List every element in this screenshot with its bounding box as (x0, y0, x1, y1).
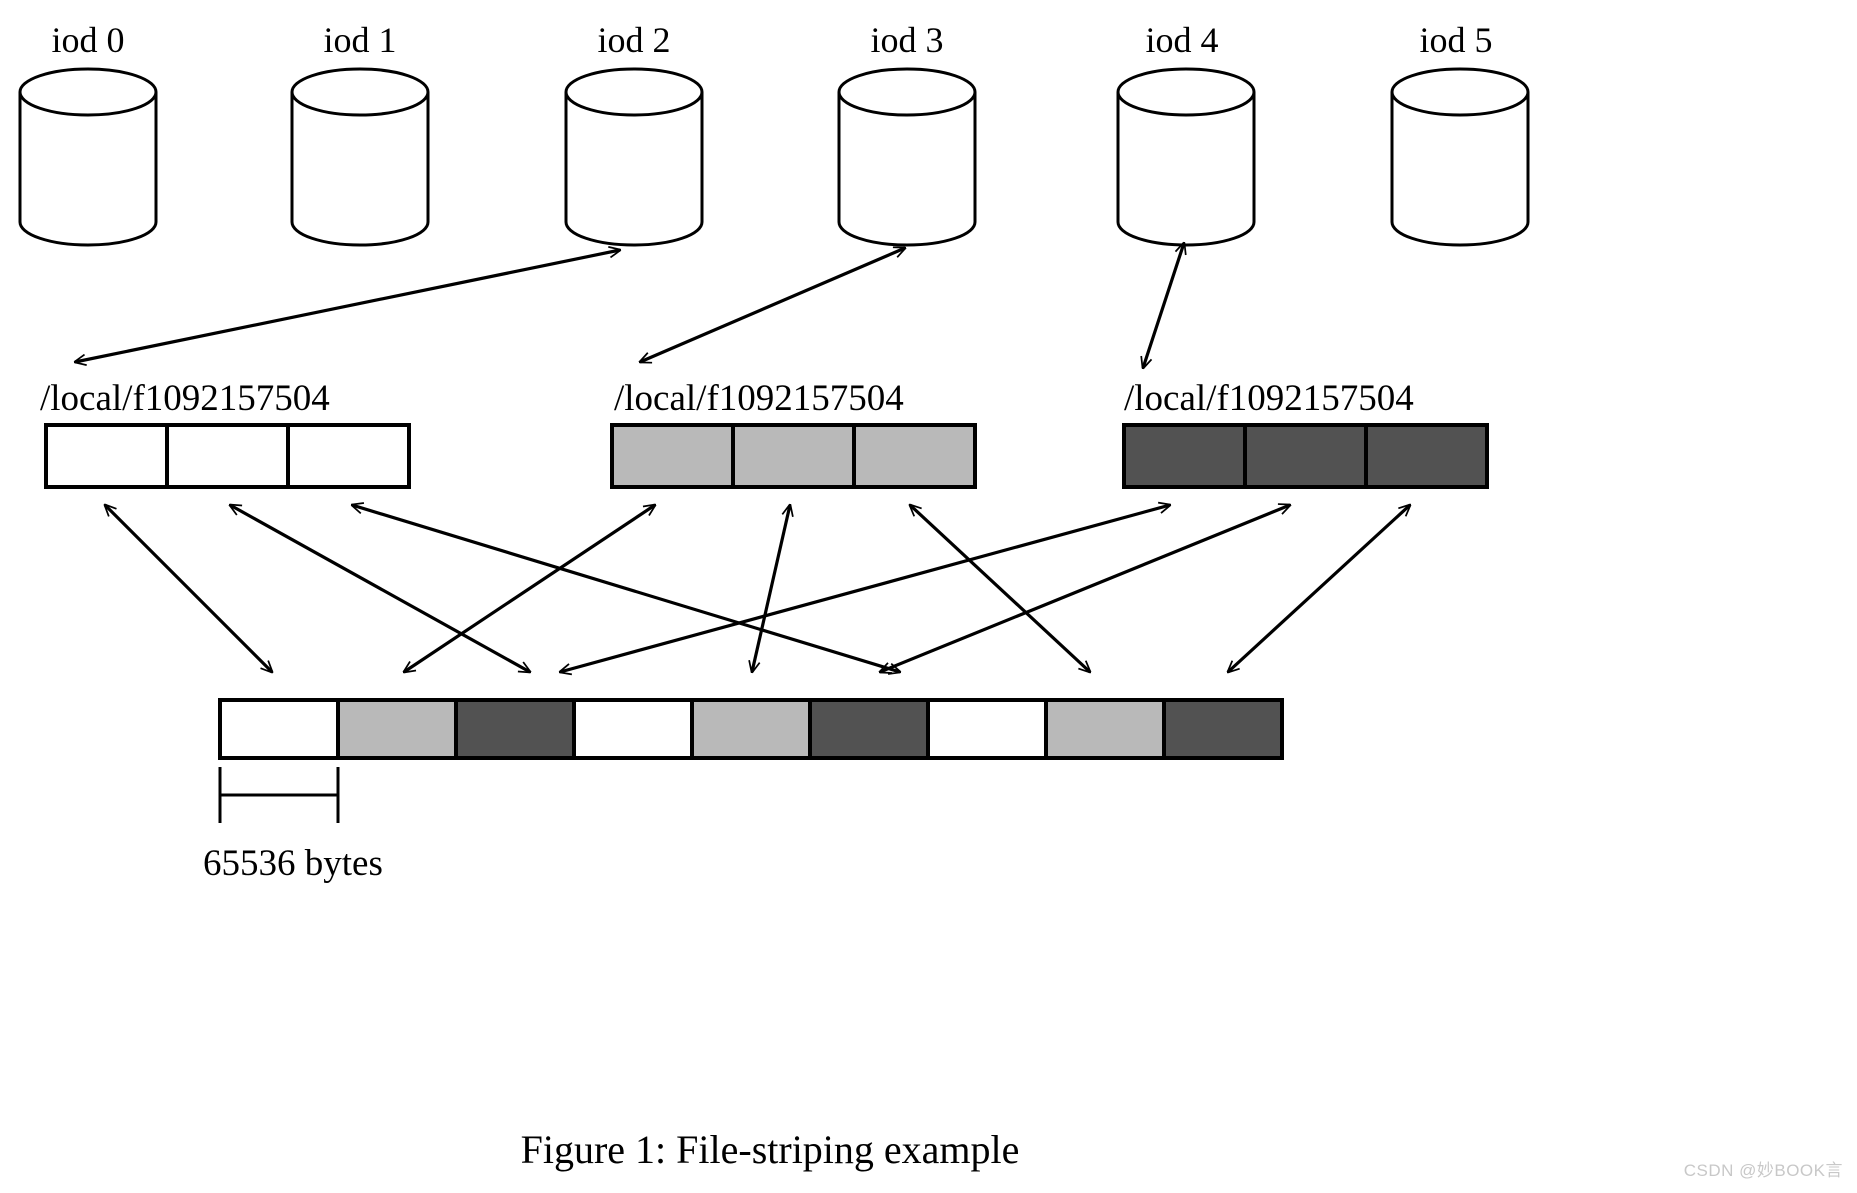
arrow-f2c2-to-s8 (1228, 505, 1410, 672)
iod-cylinder-4 (1116, 67, 1256, 247)
stripe-size-bracket (218, 767, 340, 823)
iod-cylinder-2 (564, 67, 704, 247)
local-file-cell (286, 423, 411, 489)
local-path-label-2: /local/f1092157504 (1124, 378, 1414, 419)
arrow-f0c2-to-s6 (352, 505, 900, 672)
stripe-cell-3 (572, 698, 694, 760)
local-file-bar-0 (44, 423, 411, 489)
iod-cylinder-1 (290, 67, 430, 247)
striped-file-bar (218, 698, 1284, 760)
stripe-cell-4 (690, 698, 812, 760)
arrow-iod3-to-file1 (640, 248, 905, 362)
figure-caption: Figure 1: File-striping example (520, 1127, 1020, 1172)
iod-cylinder-group (18, 67, 1530, 247)
stripe-cell-8 (1162, 698, 1284, 760)
local-file-bar-group (44, 423, 1489, 489)
iod-cylinder-0 (18, 67, 158, 247)
iod-label-2: iod 2 (597, 20, 671, 60)
stripe-cell-2 (454, 698, 576, 760)
arrow-f1c2-to-s7 (910, 505, 1090, 672)
local-file-cell (1243, 423, 1368, 489)
iod-label-3: iod 3 (870, 20, 944, 60)
iod-label-1: iod 1 (323, 20, 397, 60)
arrow-f0c0-to-s0 (105, 505, 272, 672)
local-file-cell (165, 423, 290, 489)
local-path-label-1: /local/f1092157504 (614, 378, 904, 419)
arrow-f1c0-to-s1 (404, 505, 655, 672)
stripe-cell-1 (336, 698, 458, 760)
local-file-bar-1 (610, 423, 977, 489)
local-path-label-0: /local/f1092157504 (40, 378, 330, 419)
local-file-cell (731, 423, 856, 489)
arrow-f2c1-to-s5 (880, 505, 1290, 672)
arrow-f0c1-to-s3 (230, 505, 530, 672)
stripe-cell-6 (926, 698, 1048, 760)
local-file-cell (44, 423, 169, 489)
iod-label-0: iod 0 (51, 20, 125, 60)
stripe-cell-5 (808, 698, 930, 760)
local-file-cell (1364, 423, 1489, 489)
iod-cylinder-5 (1390, 67, 1530, 247)
csdn-watermark: CSDN @妙BOOK言 (1683, 1161, 1843, 1180)
iod-cylinder-3 (837, 67, 977, 247)
stripe-size-label: 65536 bytes (203, 843, 383, 884)
stripe-cell-7 (1044, 698, 1166, 760)
iod-to-file-arrows (75, 243, 1184, 368)
iod-label-4: iod 4 (1145, 20, 1219, 60)
arrow-iod2-to-file0 (75, 250, 620, 362)
local-file-bar-2 (1122, 423, 1489, 489)
stripe-cell-0 (218, 698, 340, 760)
arrow-iod4-to-file2 (1143, 243, 1184, 368)
local-file-cell (1122, 423, 1247, 489)
iod-label-5: iod 5 (1419, 20, 1493, 60)
arrow-f1c1-to-s4 (752, 505, 790, 672)
local-file-cell (610, 423, 735, 489)
local-file-cell (852, 423, 977, 489)
file-to-stripe-arrows (105, 505, 1410, 672)
arrow-f2c0-to-s2 (560, 505, 1170, 672)
